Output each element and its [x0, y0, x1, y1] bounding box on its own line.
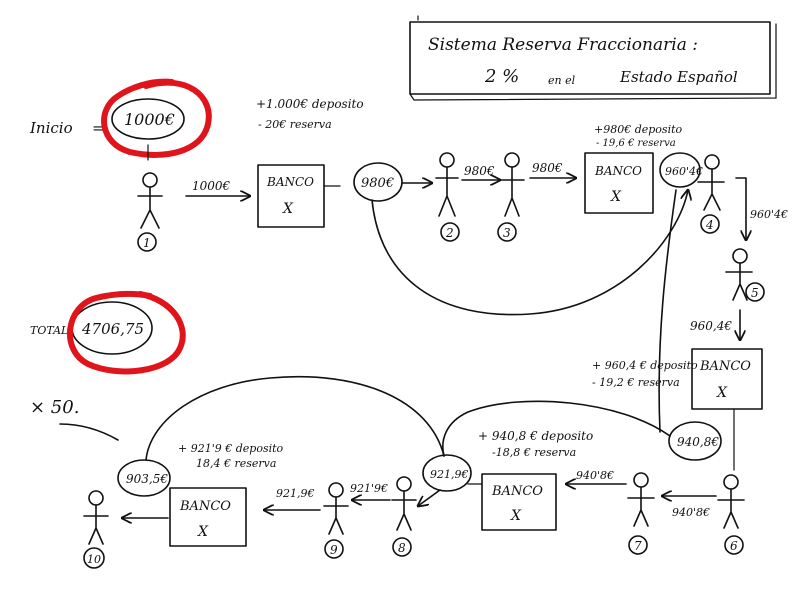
- bank-2-box: [584, 152, 654, 214]
- person-7-figure: [627, 472, 655, 527]
- note-third-deposit: + 960,4 € deposito: [592, 359, 698, 372]
- person-1-number: 1: [143, 236, 151, 250]
- bank-4-mark: X: [510, 508, 522, 524]
- amount-a3: 980€: [532, 161, 563, 175]
- inicio-amount: 1000€: [124, 110, 175, 129]
- person-7-number: 7: [634, 539, 642, 553]
- amount-circle-1: [353, 162, 403, 202]
- bank-5-mark: X: [197, 524, 209, 540]
- note-second-deposit: +980€ deposito: [594, 123, 683, 136]
- bank-1-label: BANCO: [266, 175, 314, 189]
- person-3-number: 3: [503, 226, 511, 240]
- bank-1-mark: X: [282, 201, 294, 217]
- multiplier-stroke: [59, 423, 119, 441]
- amount-a6: 940'8€: [672, 506, 710, 519]
- amount-a1: 1000€: [192, 179, 231, 193]
- person-4-number: 4: [705, 218, 714, 232]
- person-5-figure: [725, 248, 753, 301]
- bank-4-label: BANCO: [491, 484, 543, 499]
- person-4-figure: [697, 154, 725, 211]
- total-red-highlight: [66, 290, 186, 375]
- person-2-figure: [435, 152, 459, 217]
- person-6-badge: [724, 535, 744, 555]
- arrow-4-to-5: [735, 177, 746, 240]
- curve-circle4-to-circle5: [145, 375, 445, 461]
- note-fourth-reserve: -18,8 € reserva: [492, 446, 576, 459]
- person-5-number: 5: [751, 286, 759, 300]
- person-8-number: 8: [398, 541, 406, 555]
- amount-a8: 921'9€: [350, 482, 388, 495]
- line-circle2-to-circle3: [658, 189, 677, 433]
- amount-c3: 940,8€: [677, 435, 719, 449]
- person-4-badge: [700, 214, 720, 234]
- bank-1-box: [257, 164, 325, 228]
- total-amount: 4706,75: [81, 320, 144, 338]
- person-6-number: 6: [730, 539, 738, 553]
- person-9-number: 9: [330, 543, 338, 557]
- amount-circle-4: [422, 454, 472, 492]
- note-fifth-deposit: + 921'9 € deposito: [178, 442, 284, 455]
- arrow-circle4-to-8: [418, 489, 441, 506]
- amount-c4: 921,9€: [430, 468, 469, 481]
- amount-a9: 921,9€: [276, 487, 315, 500]
- title-percent: 2 %: [484, 66, 519, 87]
- inicio-circle: [111, 98, 185, 140]
- bank-5-box: [169, 487, 247, 547]
- bank-2-mark: X: [610, 189, 622, 205]
- person-8-figure: [391, 476, 417, 531]
- amount-c5: 903,5€: [126, 472, 168, 486]
- person-7-badge: [628, 535, 648, 555]
- amount-a4: 960'4€: [750, 208, 788, 221]
- bank-4-box: [481, 473, 557, 531]
- total-label: TOTAL: [30, 324, 68, 337]
- title-en-el: en el: [548, 74, 576, 87]
- note-first-deposit: +1.000€ deposito: [256, 97, 364, 111]
- amount-circle-2: [659, 152, 701, 188]
- person-1-badge: [137, 232, 157, 252]
- amount-c1: 980€: [361, 176, 394, 191]
- note-third-reserve: - 19,2 € reserva: [592, 376, 680, 389]
- inicio-group: Inicio = 1000€: [29, 78, 212, 158]
- note-fourth-deposit: + 940,8 € deposito: [478, 429, 593, 443]
- bank-3-label: BANCO: [699, 359, 751, 374]
- person-3-badge: [497, 222, 517, 242]
- amount-a5: 960,4€: [690, 319, 732, 333]
- multiplier-label: × 50.: [30, 397, 79, 418]
- total-group: TOTAL 4706,75: [30, 290, 186, 375]
- inicio-label: Inicio: [29, 119, 73, 137]
- person-9-figure: [323, 482, 349, 535]
- person-10-badge: [83, 547, 105, 569]
- bank-2-label: BANCO: [594, 164, 642, 178]
- person-8-badge: [392, 537, 412, 557]
- note-first-reserve: - 20€ reserva: [258, 118, 332, 131]
- amount-c2: 960'4€: [665, 165, 703, 178]
- amount-a2: 980€: [464, 164, 495, 178]
- amount-circle-3: [668, 421, 722, 461]
- title-estado: Estado Español: [619, 68, 738, 86]
- person-9-badge: [324, 539, 344, 559]
- curve-circle3-to-circle4: [442, 400, 671, 457]
- title-line1: Sistema Reserva Fraccionaria :: [428, 35, 698, 55]
- title-box: Sistema Reserva Fraccionaria : 2 % en el…: [409, 15, 777, 101]
- person-2-number: 2: [445, 226, 454, 240]
- bank-5-label: BANCO: [179, 499, 231, 514]
- person-1-figure: [137, 172, 163, 229]
- amount-a7: 940'8€: [576, 469, 614, 482]
- person-6-figure: [717, 474, 745, 529]
- person-2-badge: [440, 222, 460, 242]
- bank-3-mark: X: [716, 385, 728, 401]
- note-fifth-reserve: 18,4 € reserva: [196, 457, 276, 470]
- person-5-badge: [745, 282, 765, 302]
- curve-circle1-to-circle2: [371, 190, 688, 316]
- person-10-number: 10: [87, 553, 101, 566]
- bank-3-box: [691, 348, 763, 410]
- inicio-red-highlight: [101, 78, 212, 158]
- amount-circle-5: [117, 459, 171, 497]
- note-second-reserve: - 19,6 € reserva: [596, 138, 676, 149]
- person-10-figure: [83, 490, 109, 545]
- person-3-figure: [499, 152, 525, 217]
